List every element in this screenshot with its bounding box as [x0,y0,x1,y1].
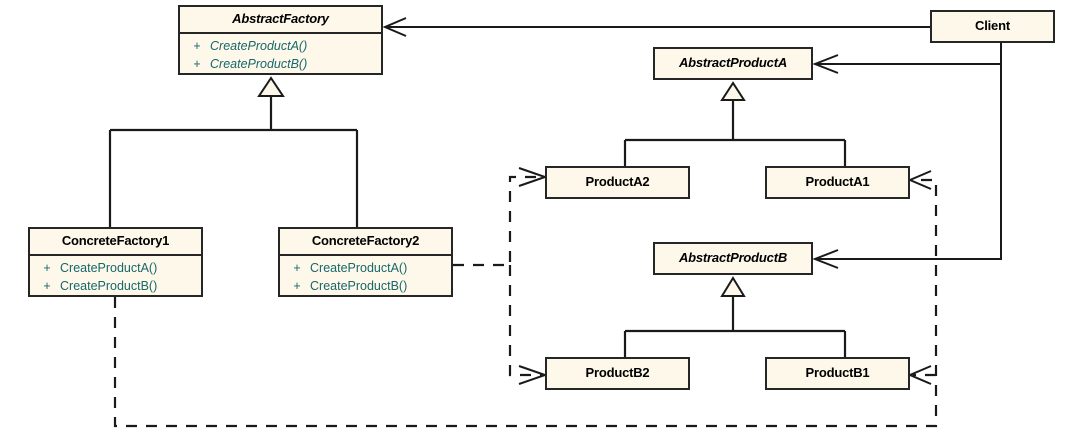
operation-signature: CreateProductB() [60,278,158,293]
class-name-product-b1: ProductB1 [805,365,870,381]
operations-compartment-concrete-factory-1: + CreateProductA() + CreateProductB() [30,253,201,301]
open-arrowhead-productb1 [907,365,932,385]
operations-compartment-concrete-factory-2: + CreateProductA() + CreateProductB() [280,253,451,301]
generalization-tree-factories [108,96,359,227]
dependency-line-cf2-productb2 [508,265,542,377]
operation-signature: CreateProductA() [60,260,158,275]
visibility-marker: + [43,260,51,275]
class-box-product-a1[interactable]: ProductA1 [765,166,910,199]
visibility-marker: + [43,278,51,293]
class-name-product-b2: ProductB2 [585,365,650,381]
visibility-marker: + [293,260,301,275]
class-box-concrete-factory-1[interactable]: ConcreteFactory1 + CreateProductA() + Cr… [28,227,203,297]
operation-row: + CreateProductB() [280,278,451,296]
operation-row: + CreateProductB() [30,278,201,296]
operation-signature: CreateProductB() [210,56,308,71]
class-box-product-b1[interactable]: ProductB1 [765,357,910,390]
class-box-concrete-factory-2[interactable]: ConcreteFactory2 + CreateProductA() + Cr… [278,227,453,297]
generalization-concretefactories-to-abstractfactory [108,76,359,227]
open-arrowhead-producta1 [907,170,932,190]
class-box-abstract-product-b[interactable]: AbstractProductB [653,242,813,275]
association-client-to-abstractproducta [812,43,1002,74]
generalization-arrowhead-abstractproductb [720,276,746,297]
operation-signature: CreateProductA() [310,260,408,275]
class-name-product-a2: ProductA2 [585,174,650,190]
open-arrowhead-abstractfactory [382,17,407,37]
open-arrowhead-producta2 [518,167,549,187]
generalization-arrowhead-abstractfactory [257,76,285,97]
class-box-abstract-product-a[interactable]: AbstractProductA [653,47,813,80]
operation-row: + CreateProductA() [180,38,381,56]
generalization-tree-products-b [623,296,847,357]
open-arrowhead-productb2 [518,365,549,385]
generalization-products-a-to-abstractproducta [623,81,847,166]
dependency-line-cf2-producta2 [453,175,542,267]
association-line-client-abstractproducta [817,43,1002,65]
operation-signature: CreateProductA() [210,38,308,53]
operation-signature: CreateProductB() [310,278,408,293]
generalization-arrowhead-abstractproducta [720,81,746,101]
class-box-client[interactable]: Client [930,10,1055,43]
class-box-abstract-factory[interactable]: AbstractFactory + CreateProductA() + Cre… [178,5,383,75]
open-arrowhead-abstractproductb [812,249,839,269]
association-client-to-abstractproductb [812,43,1002,269]
class-name-concrete-factory-1: ConcreteFactory1 [61,233,170,248]
operation-row: + CreateProductA() [30,260,201,278]
association-line-client-abstractproductb [817,43,1002,260]
open-arrowhead-abstractproducta [812,54,839,74]
dependency-concretefactory2-to-products2 [453,167,549,385]
class-name-concrete-factory-2: ConcreteFactory2 [311,233,420,248]
operations-compartment-abstract-factory: + CreateProductA() + CreateProductB() [180,31,381,79]
visibility-marker: + [293,278,301,293]
class-name-client: Client [975,18,1010,34]
operation-row: + CreateProductB() [180,56,381,74]
class-name-product-a1: ProductA1 [805,174,870,190]
visibility-marker: + [193,56,201,71]
visibility-marker: + [193,38,201,53]
class-box-product-a2[interactable]: ProductA2 [545,166,690,199]
generalization-tree-products-a [623,100,847,166]
class-box-product-b2[interactable]: ProductB2 [545,357,690,390]
class-name-abstract-product-b: AbstractProductB [678,250,788,266]
class-name-abstract-factory: AbstractFactory [232,11,329,26]
operation-row: + CreateProductA() [280,260,451,278]
association-client-to-abstractfactory [382,17,930,37]
class-name-abstract-product-a: AbstractProductA [678,55,788,71]
generalization-products-b-to-abstractproductb [623,276,847,357]
